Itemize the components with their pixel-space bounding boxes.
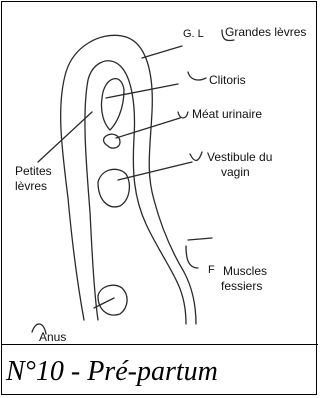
anus-shape [98,285,127,315]
anus-label: Anus [39,330,66,345]
grandes-levres-pointer [142,46,182,58]
diagram-figure: G. L F Grandes lèvres Clitoris Méat urin… [1,1,317,395]
clitoris-pointer [106,84,178,98]
grandes-levres-label: Grandes lèvres [225,25,306,40]
meat-urinaire-label: Méat urinaire [192,107,262,122]
meatus-shape [104,134,120,148]
petites-levres-label-line2: lèvres [15,179,47,194]
anus-pointer [94,298,114,308]
petites-levres-label-line1: Petites [15,164,52,179]
vestibule-label-line1: Vestibule du [207,150,272,165]
inner-contour [85,61,186,324]
fessiers-mark: F [208,264,215,278]
vestibule-shape [98,169,129,207]
clitoris-shape [101,79,124,130]
petites-levres-pointer [38,112,92,162]
figure-caption: N°10 - Pré-partum [6,358,218,386]
meatus-pointer [116,118,180,138]
muscles-fessiers-label-line2: fessiers [221,279,262,294]
meatus-tick [178,112,188,118]
clitoris-tick [188,72,206,80]
muscles-fessiers-label-line1: Muscles [223,264,267,279]
vestibule-tick [190,152,202,161]
grandes-levres-mark: G. L [183,28,204,42]
vestibule-label-line2: vagin [221,165,250,180]
fessiers-pointer [188,238,212,240]
vestibule-pointer [118,162,192,180]
caption-divider [2,344,318,345]
clitoris-label: Clitoris [209,73,246,88]
fessiers-bracket [186,246,198,268]
